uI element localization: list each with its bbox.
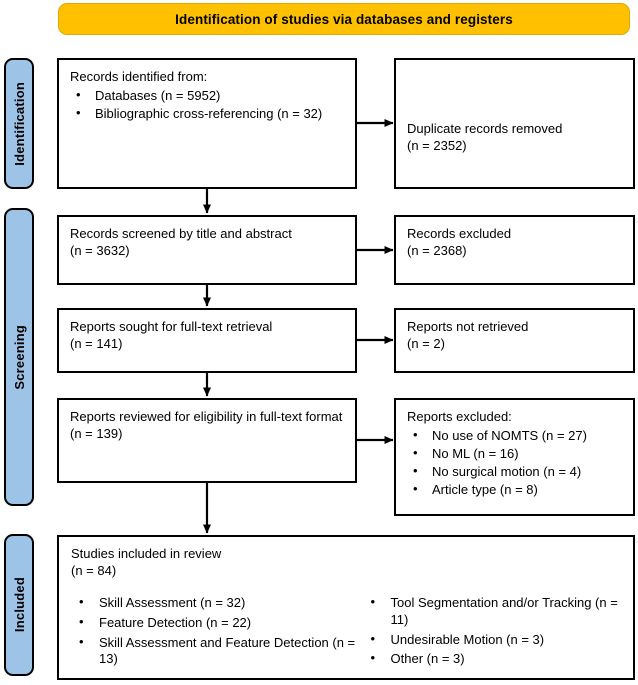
list-item: Undesirable Motion (n = 3) [363, 631, 623, 649]
list-item: Databases (n = 5952) [70, 87, 345, 105]
records-identified-list: Databases (n = 5952) Bibliographic cross… [70, 87, 345, 123]
screened-line1: Records screened by title and abstract [70, 226, 292, 241]
list-item: Skill Assessment and Feature Detection (… [71, 634, 363, 669]
eligibility-line2: (n = 139) [70, 425, 123, 441]
included-right-item-0: Tool Segmentation and/or Tracking (n = 1… [390, 594, 618, 627]
not-retrieved-line1: Reports not retrieved [407, 319, 529, 334]
list-item: Bibliographic cross-referencing (n = 32) [70, 105, 345, 123]
box-reports-sought: Reports sought for full-text retrieval (… [57, 308, 357, 373]
included-left-list: Skill Assessment (n = 32) Feature Detect… [71, 594, 363, 669]
records-identified-title: Records identified from: [70, 69, 208, 84]
box-reports-not-retrieved: Reports not retrieved (n = 2) [394, 308, 635, 373]
box-records-screened: Records screened by title and abstract (… [57, 215, 357, 285]
duplicates-line1: Duplicate records removed [407, 121, 563, 136]
included-categories: Skill Assessment (n = 32) Feature Detect… [71, 593, 623, 672]
box-reports-reviewed-eligibility: Reports reviewed for eligibility in full… [57, 398, 357, 483]
stage-label-screening: Screening [4, 208, 34, 506]
included-left-item-2: Skill Assessment and Feature Detection (… [99, 634, 356, 667]
reports-excluded-title: Reports excluded: [407, 409, 512, 424]
box-reports-excluded: Reports excluded: No use of NOMTS (n = 2… [394, 398, 635, 516]
stage-label-included-text: Included [11, 577, 27, 633]
header-title: Identification of studies via databases … [175, 11, 513, 27]
header-banner: Identification of studies via databases … [58, 3, 630, 35]
records-excluded-line2: (n = 2368) [407, 242, 467, 258]
included-right-list: Tool Segmentation and/or Tracking (n = 1… [363, 594, 623, 669]
box-duplicate-records-removed: Duplicate records removed (n = 2352) [394, 58, 635, 189]
box-records-excluded: Records excluded (n = 2368) [394, 215, 635, 285]
included-right-item-2: Other (n = 3) [390, 651, 465, 667]
included-left-item-0: Skill Assessment (n = 32) [99, 594, 246, 610]
box-records-identified: Records identified from: Databases (n = … [57, 58, 357, 189]
included-line2: (n = 84) [71, 562, 117, 578]
list-item: Article type (n = 8) [407, 481, 623, 499]
included-left-item-1: Feature Detection (n = 22) [99, 614, 252, 630]
stage-label-included: Included [4, 534, 34, 676]
included-categories-right: Tool Segmentation and/or Tracking (n = 1… [363, 593, 623, 672]
list-item: No ML (n = 16) [407, 445, 623, 463]
stage-label-identification: Identification [4, 58, 34, 189]
sought-line1: Reports sought for full-text retrieval [70, 319, 273, 334]
box-studies-included: Studies included in review (n = 84) Skil… [57, 535, 635, 680]
sought-line2: (n = 141) [70, 335, 123, 351]
reports-excluded-item-0: No use of NOMTS (n = 27) [432, 427, 587, 443]
records-identified-item-0: Databases (n = 5952) [95, 87, 221, 103]
stage-label-screening-text: Screening [11, 324, 27, 390]
included-line1: Studies included in review [71, 546, 222, 561]
list-item: Other (n = 3) [363, 650, 623, 668]
list-item: Feature Detection (n = 22) [71, 614, 363, 632]
list-item: Tool Segmentation and/or Tracking (n = 1… [363, 594, 623, 629]
list-item: No use of NOMTS (n = 27) [407, 427, 623, 445]
not-retrieved-line2: (n = 2) [407, 335, 445, 351]
included-right-item-1: Undesirable Motion (n = 3) [390, 631, 545, 647]
reports-excluded-item-3: Article type (n = 8) [432, 481, 538, 497]
reports-excluded-item-2: No surgical motion (n = 4) [432, 463, 582, 479]
records-excluded-line1: Records excluded [407, 226, 512, 241]
reports-excluded-item-1: No ML (n = 16) [432, 445, 519, 461]
list-item: No surgical motion (n = 4) [407, 463, 623, 481]
duplicates-line2: (n = 2352) [407, 137, 467, 153]
list-item: Skill Assessment (n = 32) [71, 594, 363, 612]
eligibility-line1: Reports reviewed for eligibility in full… [70, 409, 343, 424]
records-identified-item-1: Bibliographic cross-referencing (n = 32) [95, 105, 323, 121]
screened-line2: (n = 3632) [70, 242, 130, 258]
stage-label-identification-text: Identification [11, 81, 27, 166]
reports-excluded-list: No use of NOMTS (n = 27) No ML (n = 16) … [407, 427, 623, 499]
included-categories-left: Skill Assessment (n = 32) Feature Detect… [71, 593, 363, 672]
